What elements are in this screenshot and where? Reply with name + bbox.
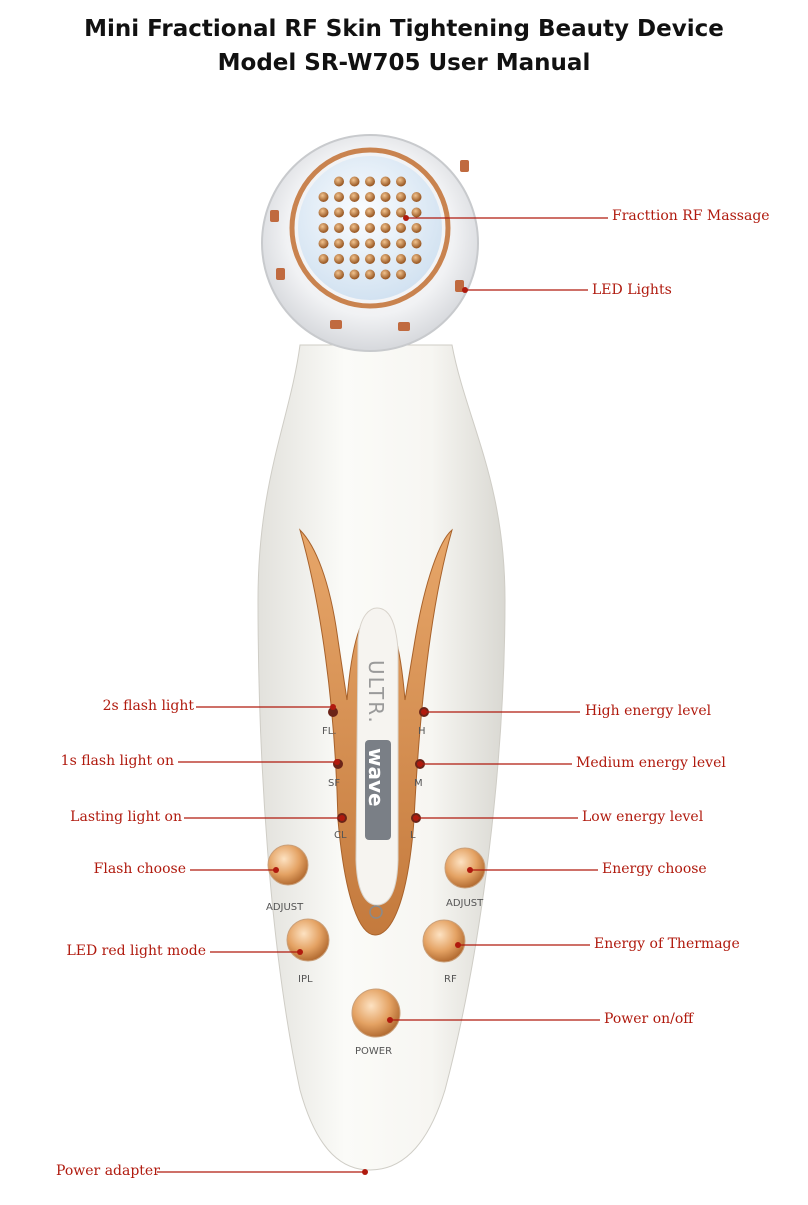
rf-pin (318, 223, 329, 233)
rf-pin (349, 207, 360, 218)
rf-pin (334, 238, 344, 249)
led-light (460, 160, 469, 172)
rf-pin (380, 223, 391, 233)
rf-pin (318, 192, 329, 202)
callout-fraction-rf: Fracttion RF Massage (612, 208, 770, 224)
manual-title: Mini Fractional RF Skin Tightening Beaut… (84, 16, 724, 42)
rf-pin (396, 192, 406, 202)
rf-pin (334, 269, 344, 280)
rf-pin (396, 207, 406, 218)
rf-pin (365, 238, 375, 249)
power-button[interactable] (351, 988, 401, 1038)
manual-subtitle: Model SR-W705 User Manual (217, 50, 591, 76)
rf-pin (349, 238, 360, 249)
indicator-label-h: H (418, 726, 426, 737)
callout-energy-choose: Energy choose (602, 861, 707, 877)
rf-pin (334, 254, 344, 264)
rf-pin (411, 207, 422, 218)
indicator-label-l: L (410, 830, 416, 841)
energy-adjust-button[interactable] (444, 847, 486, 889)
rf-pin (396, 176, 406, 187)
rf-pin (318, 207, 329, 218)
rf-pin (365, 269, 375, 280)
callout-lines (157, 217, 608, 1173)
flash-adjust-button[interactable] (267, 844, 309, 886)
flash-adjust-label: ADJUST (266, 902, 304, 913)
rf-pin (411, 223, 422, 233)
indicator-label-m: M (414, 778, 423, 789)
rf-pin (396, 269, 406, 280)
rf-pin (396, 223, 406, 233)
brand-badge (365, 740, 391, 840)
callout-adapter: Power adapter (56, 1163, 160, 1179)
callout-power: Power on/off (604, 1011, 694, 1027)
rf-pin (380, 254, 391, 264)
rf-pin (334, 192, 344, 202)
rf-pin (380, 269, 391, 280)
rf-pin-array (318, 176, 422, 280)
callout-high: High energy level (585, 703, 712, 719)
rf-pin (349, 223, 360, 233)
rf-pin (334, 207, 344, 218)
callout-flash-1s: 1s flash light on (60, 753, 174, 769)
rf-pin (349, 176, 360, 187)
led-light (455, 280, 464, 292)
led-light (270, 210, 279, 222)
brand-logo: ULTR. (364, 660, 388, 725)
callout-flash-2s: 2s flash light (102, 698, 194, 714)
led-light (398, 322, 410, 331)
rf-button[interactable] (422, 919, 466, 963)
callout-lasting: Lasting light on (70, 809, 182, 825)
rf-pin (365, 254, 375, 264)
rf-pin (411, 192, 422, 202)
rf-pin (365, 207, 375, 218)
brand-logo-wave: wave (364, 748, 388, 807)
rf-pin (380, 176, 391, 187)
power-label: POWER (355, 1046, 392, 1057)
rf-pin (380, 192, 391, 202)
led-light (276, 268, 285, 280)
indicator-label-fl: FL. (322, 726, 337, 737)
energy-adjust-label: ADJUST (446, 898, 484, 909)
callout-dots (273, 215, 473, 1175)
callout-thermage: Energy of Thermage (594, 936, 740, 952)
rf-label: RF (444, 974, 457, 985)
rf-pin (334, 223, 344, 233)
indicator-label-cl: CL (334, 830, 347, 841)
callout-medium: Medium energy level (576, 755, 726, 771)
rf-pin (411, 238, 422, 249)
rf-pin (380, 207, 391, 218)
ipl-button[interactable] (286, 918, 330, 962)
led-light (330, 320, 342, 329)
rf-pin (318, 254, 329, 264)
rf-pin (365, 192, 375, 202)
callout-led-lights: LED Lights (592, 282, 672, 298)
ipl-label: IPL (298, 974, 313, 985)
rf-pin (349, 269, 360, 280)
rf-pin (349, 192, 360, 202)
rf-pin (349, 254, 360, 264)
indicator-label-sf: SF (328, 778, 340, 789)
gold-rim (289, 147, 451, 309)
rf-pin (334, 176, 344, 187)
callout-flash-choose: Flash choose (93, 861, 186, 877)
rf-pin (396, 254, 406, 264)
rf-pin (396, 238, 406, 249)
rf-pin (365, 176, 375, 187)
power-symbol-icon (369, 905, 383, 919)
callout-low: Low energy level (582, 809, 704, 825)
rf-pin (411, 254, 422, 264)
callout-led-red: LED red light mode (66, 943, 206, 959)
rf-pin (365, 223, 375, 233)
rf-pin (380, 238, 391, 249)
rf-pin (318, 238, 329, 249)
indicator-fl (328, 707, 338, 717)
